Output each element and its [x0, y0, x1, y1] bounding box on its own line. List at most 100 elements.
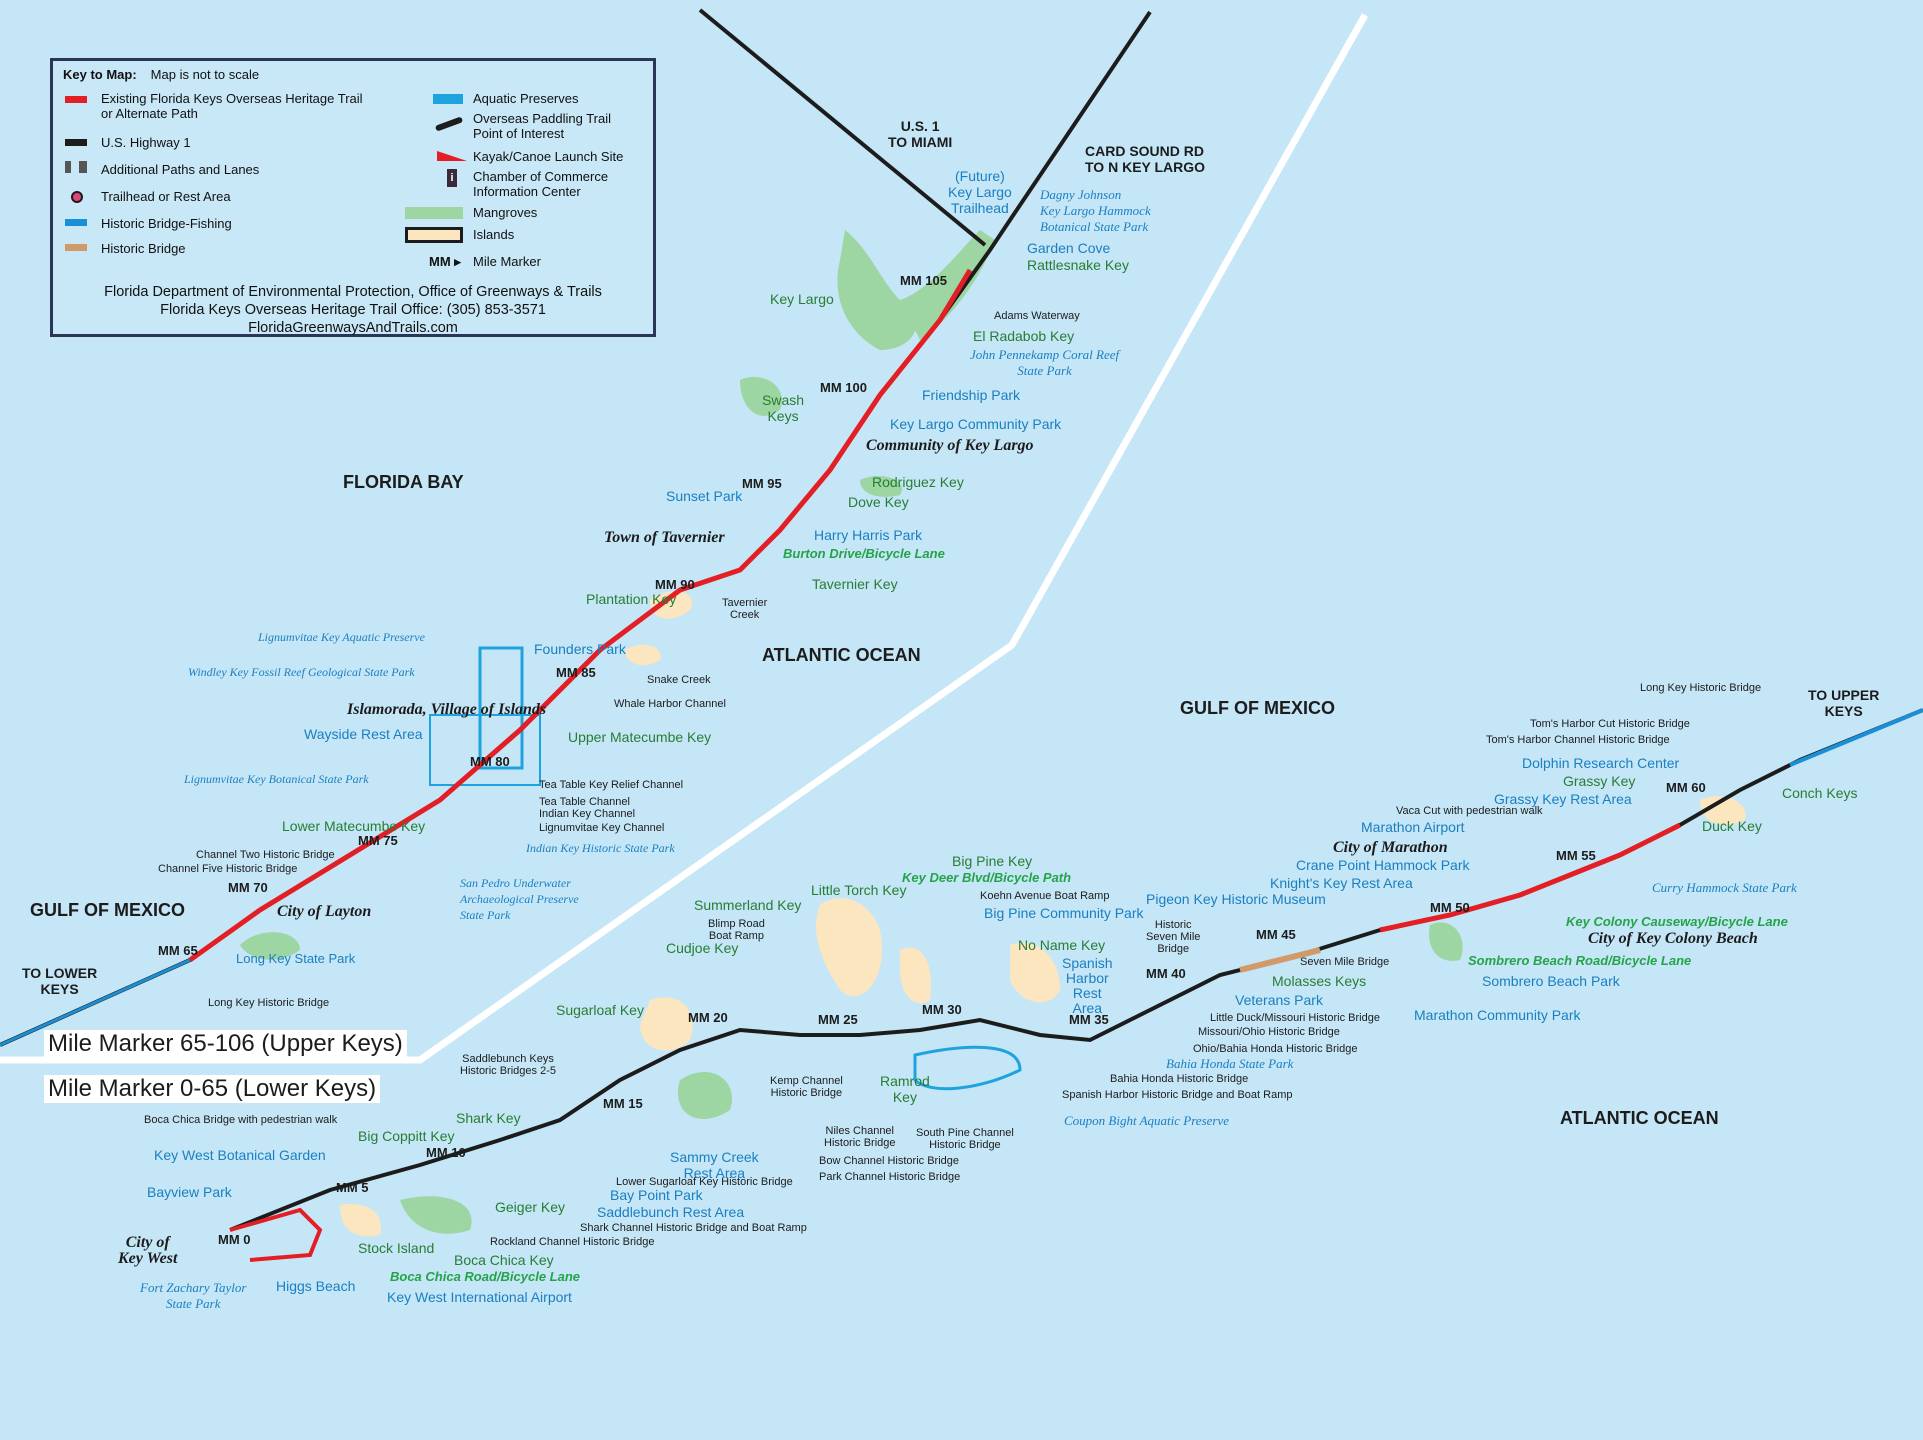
legend-kayak: Kayak/Canoe Launch Site	[473, 149, 624, 164]
mm-35: MM 35	[1069, 1012, 1109, 1027]
historic-bridge-swatch	[65, 244, 87, 251]
label-lig-botanical: Lignumvitae Key Botanical State Park	[184, 772, 369, 786]
label-sunset-park: Sunset Park	[666, 488, 743, 504]
fishing-bridge-swatch	[65, 219, 87, 226]
label-key-colony-causeway: Key Colony Causeway/Bicycle Lane	[1566, 914, 1788, 929]
mm-90: MM 90	[655, 577, 695, 592]
legend-footer-3: FloridaGreenwaysAndTrails.com	[248, 320, 458, 336]
highway-swatch	[65, 139, 87, 146]
label-harry-harris: Harry Harris Park	[814, 527, 923, 543]
legend-highway: U.S. Highway 1	[101, 135, 191, 150]
section-lower-keys: Mile Marker 0-65 (Lower Keys)	[44, 1075, 381, 1103]
label-no-name-key: No Name Key	[1018, 937, 1106, 953]
label-burton-drive: Burton Drive/Bicycle Lane	[783, 546, 945, 561]
label-bayview-park: Bayview Park	[147, 1184, 232, 1200]
trail-lower-segments	[1379, 822, 1682, 933]
mm-55: MM 55	[1556, 848, 1596, 863]
upper-keys-islands	[240, 230, 995, 960]
mile-marker-abbr: MM ▸	[429, 254, 461, 269]
mm-65: MM 65	[158, 943, 198, 958]
legend-aquatic: Aquatic Preserves	[473, 91, 579, 106]
legend-fishing-bridge: Historic Bridge-Fishing	[101, 216, 232, 231]
label-shark-key: Shark Key	[456, 1110, 521, 1126]
lower-keys-islands	[340, 796, 1746, 1237]
label-key-deer: Key Deer Blvd/Bicycle Path	[902, 870, 1072, 885]
label-tavernier-key: Tavernier Key	[812, 576, 898, 592]
label-sombrero-park: Sombrero Beach Park	[1482, 973, 1620, 989]
label-kl-community-park: Key Largo Community Park	[890, 416, 1062, 432]
mm-40: MM 40	[1146, 966, 1186, 981]
historic-bridge-fishing-upper	[0, 958, 191, 1047]
label-indian-key-channel: Indian Key Channel	[539, 808, 636, 820]
label-boca-chica-walk: Boca Chica Bridge with pedestrian walk	[144, 1114, 338, 1126]
label-higgs-beach: Higgs Beach	[276, 1278, 356, 1294]
label-toms-channel: Tom's Harbor Channel Historic Bridge	[1486, 734, 1670, 746]
legend-trail: Existing Florida Keys Overseas Heritage …	[101, 91, 363, 121]
label-indian-key-sp: Indian Key Historic State Park	[526, 841, 675, 855]
label-missouri-ohio: Missouri/Ohio Historic Bridge	[1198, 1026, 1340, 1038]
label-windley: Windley Key Fossil Reef Geological State…	[188, 665, 415, 679]
legend-historic-bridge: Historic Bridge	[101, 241, 186, 256]
mm-15: MM 15	[603, 1096, 643, 1111]
label-lower-sugarloaf: Lower Sugarloaf Key Historic Bridge	[616, 1176, 793, 1188]
label-long-key-sp: Long Key State Park	[236, 951, 356, 966]
label-ohio-bahia: Ohio/Bahia Honda Historic Bridge	[1193, 1043, 1358, 1055]
label-bahia-honda-sp: Bahia Honda State Park	[1166, 1056, 1294, 1071]
label-pigeon-key: Pigeon Key Historic Museum	[1146, 891, 1326, 907]
legend-title: Key to Map:	[63, 67, 137, 82]
label-marathon-community: Marathon Community Park	[1414, 1007, 1581, 1023]
town-key-largo: Community of Key Largo	[866, 437, 1034, 454]
label-kw-botanical: Key West Botanical Garden	[154, 1147, 326, 1163]
paths-swatch	[65, 161, 71, 173]
label-channel-two: Channel Two Historic Bridge	[196, 849, 335, 861]
label-snake-creek: Snake Creek	[647, 674, 711, 686]
historic-bridge-fishing-upper-end	[1789, 708, 1923, 767]
trail-key-west	[229, 1207, 323, 1262]
label-spanish-harbor-bridge: Spanish Harbor Historic Bridge and Boat …	[1062, 1089, 1293, 1101]
legend-islands: Islands	[473, 227, 515, 242]
label-channel-five: Channel Five Historic Bridge	[158, 863, 298, 875]
trail-swatch	[65, 96, 87, 103]
label-marathon-airport: Marathon Airport	[1361, 819, 1465, 835]
legend-mangroves: Mangroves	[473, 205, 538, 220]
mm-30: MM 30	[922, 1002, 962, 1017]
legend-header: Key to Map: Map is not to scale	[63, 67, 259, 82]
label-duck-key: Duck Key	[1702, 818, 1762, 834]
label-boca-chica-key: Boca Chica Key	[454, 1252, 554, 1268]
aquatic-swatch	[433, 94, 463, 104]
mm-25: MM 25	[818, 1012, 858, 1027]
section-upper-keys: Mile Marker 65-106 (Upper Keys)	[44, 1030, 407, 1058]
paddling-icon	[434, 116, 464, 132]
label-big-pine-key: Big Pine Key	[952, 853, 1033, 869]
label-big-pine-community: Big Pine Community Park	[984, 905, 1144, 921]
mm-80: MM 80	[470, 754, 510, 769]
label-kw-airport: Key West International Airport	[387, 1289, 572, 1305]
town-marathon: City of Marathon	[1333, 839, 1448, 856]
town-layton: City of Layton	[277, 903, 372, 920]
label-rockland: Rockland Channel Historic Bridge	[490, 1236, 655, 1248]
mm-85: MM 85	[556, 665, 596, 680]
legend-note: Map is not to scale	[150, 67, 260, 82]
label-stock-island: Stock Island	[358, 1240, 435, 1256]
label-key-largo: Key Largo	[770, 291, 834, 307]
mm-70: MM 70	[228, 880, 268, 895]
atlantic-lower-label: ATLANTIC OCEAN	[1560, 1108, 1719, 1128]
gulf-left-label: GULF OF MEXICO	[30, 900, 185, 920]
divider-line	[0, 13, 1369, 1064]
label-adams-waterway: Adams Waterway	[994, 310, 1080, 322]
trailhead-swatch	[71, 191, 83, 203]
